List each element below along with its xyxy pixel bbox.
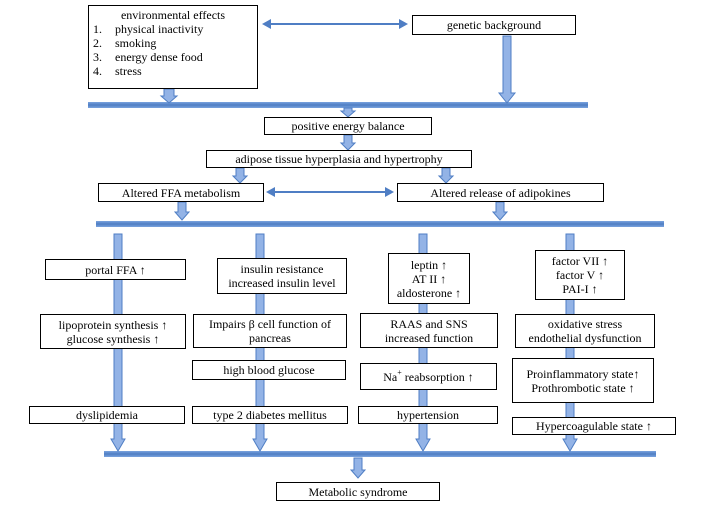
top-bar (88, 102, 588, 108)
impairs-beta-line-2: pancreas (249, 331, 291, 345)
list-item: 2.smoking (93, 36, 157, 50)
impairs-beta-cell-box: Impairs β cell function of pancreas (193, 314, 347, 348)
insulin-resistance-line-1: insulin resistance (240, 262, 324, 276)
altered-adipokines-label: Altered release of adipokines (430, 185, 571, 200)
hypercoagulable-label: Hypercoagulable state ↑ (536, 419, 652, 433)
environmental-effects-box: environmental effects 1.physical inactiv… (88, 5, 258, 89)
hypercoagulable-box: Hypercoagulable state ↑ (512, 417, 676, 435)
lipoprotein-synthesis-box: lipoprotein synthesis ↑ glucose synthesi… (40, 314, 186, 349)
na-reabsorption-label: Na+ reabsorption ↑ (383, 367, 474, 384)
proinflammatory-box: Proinflammatory state↑ Prothrombotic sta… (512, 358, 654, 403)
factor-vii-line: factor VII ↑ (551, 254, 609, 268)
altered-ffa-label: Altered FFA metabolism (121, 185, 241, 200)
oxidative-line-1: oxidative stress (547, 317, 623, 331)
lipoprotein-line: lipoprotein synthesis ↑ (58, 317, 168, 332)
adipose-tissue-label: adipose tissue hyperplasia and hypertrop… (235, 152, 443, 166)
positive-energy-balance-label: positive energy balance (291, 119, 405, 133)
insulin-resistance-line-2: increased insulin level (228, 276, 336, 290)
genetic-to-bar-arrow (497, 35, 517, 104)
adipose-to-ffa-arrow (231, 167, 249, 184)
ffa-to-bar-arrow (173, 201, 191, 221)
high-blood-glucose-box: high blood glucose (192, 360, 346, 380)
middle-bar (96, 221, 664, 227)
altered-ffa-box: Altered FFA metabolism (98, 183, 264, 202)
env-genetic-double-arrow (262, 19, 408, 29)
ffa-adipokines-double-arrow (266, 187, 394, 197)
leptin-group-box: leptin ↑ AT II ↑ aldosterone ↑ (388, 253, 470, 304)
dyslipidemia-label: dyslipidemia (76, 408, 138, 422)
prothrombotic-line: Prothrombotic state ↑ (531, 380, 635, 395)
raas-line-1: RAAS and SNS (390, 316, 468, 331)
altered-adipokines-box: Altered release of adipokines (397, 183, 604, 202)
adipose-tissue-box: adipose tissue hyperplasia and hypertrop… (206, 150, 472, 168)
pai-i-line: PAI-I ↑ (562, 282, 598, 296)
adipokines-to-bar-arrow (491, 201, 509, 221)
bar-to-metabolic-syndrome-arrow (349, 457, 367, 479)
oxidative-line-2: endothelial dysfunction (528, 331, 642, 345)
genetic-background-label: genetic background (446, 18, 542, 32)
proinflammatory-line: Proinflammatory state↑ (526, 366, 640, 381)
type2-diabetes-box: type 2 diabetes mellitus (192, 406, 348, 424)
list-item: 3.energy dense food (93, 50, 203, 64)
portal-ffa-label: portal FFA ↑ (85, 262, 146, 277)
oxidative-stress-box: oxidative stress endothelial dysfunction (515, 314, 655, 348)
dyslipidemia-box: dyslipidemia (29, 406, 185, 424)
horizontal-bars (88, 102, 664, 457)
glucose-synthesis-line: glucose synthesis ↑ (66, 331, 160, 346)
positive-energy-balance-box: positive energy balance (264, 117, 432, 135)
energy-to-adipose-arrow (339, 134, 357, 151)
hypertension-box: hypertension (358, 406, 498, 424)
list-item: 1.physical inactivity (93, 22, 204, 36)
genetic-background-box: genetic background (412, 15, 576, 35)
environmental-effects-title: environmental effects (120, 8, 226, 22)
high-blood-glucose-label: high blood glucose (223, 363, 315, 377)
aldosterone-line: aldosterone ↑ (396, 285, 462, 300)
insulin-resistance-box: insulin resistance increased insulin lev… (217, 258, 347, 294)
na-reabsorption-box: Na+ reabsorption ↑ (360, 363, 497, 390)
type2-diabetes-label: type 2 diabetes mellitus (213, 408, 327, 422)
raas-sns-box: RAAS and SNS increased function (360, 313, 498, 348)
portal-ffa-box: portal FFA ↑ (45, 259, 186, 280)
leptin-line: leptin ↑ (410, 257, 448, 272)
raas-line-2: increased function (384, 330, 474, 345)
at-ii-line: AT II ↑ (411, 271, 447, 286)
factor-group-box: factor VII ↑ factor V ↑ PAI-I ↑ (535, 250, 625, 300)
bottom-bar (104, 451, 656, 457)
environmental-effects-list: 1.physical inactivity 2.smoking 3.energy… (93, 22, 203, 78)
env-to-bar-arrow (159, 88, 179, 104)
factor-v-line: factor V ↑ (555, 268, 605, 282)
adipose-to-adipokines-arrow (437, 167, 455, 184)
bar-to-energy-balance-arrow (339, 107, 357, 118)
metabolic-syndrome-box: Metabolic syndrome (276, 482, 440, 501)
list-item: 4.stress (93, 64, 142, 78)
impairs-beta-line-1: Impairs β cell function of (208, 317, 332, 331)
metabolic-syndrome-label: Metabolic syndrome (308, 484, 408, 499)
hypertension-label: hypertension (397, 408, 459, 422)
